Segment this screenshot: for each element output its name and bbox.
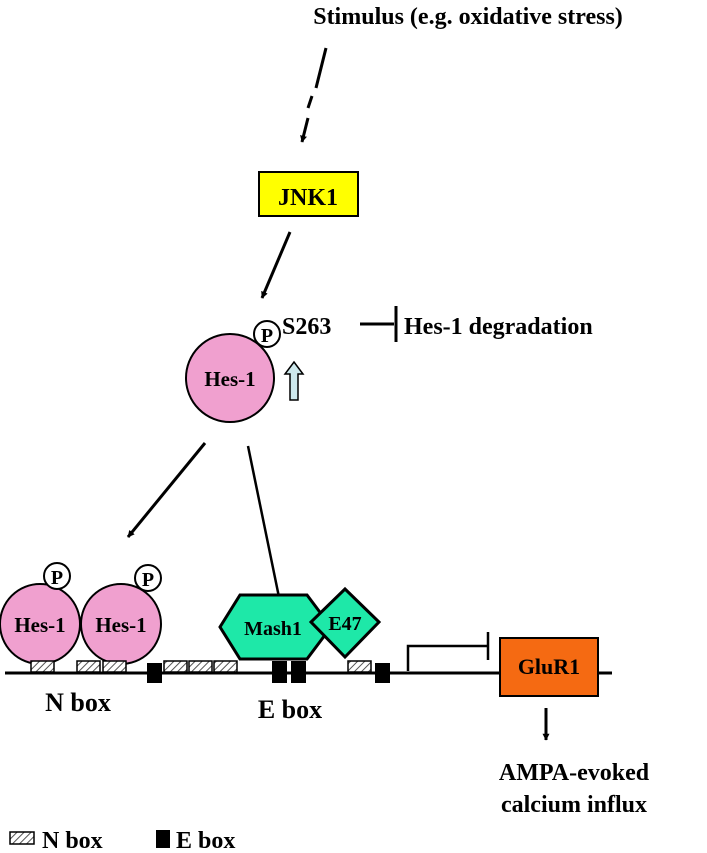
mash1-hexagon: [218, 593, 333, 661]
hes1-dimer-right-label: Hes-1: [95, 613, 146, 637]
e-box-region-label: E box: [258, 695, 322, 724]
legend-n-box-swatch: [9, 831, 35, 845]
hes1-degradation-label: Hes-1 degradation: [404, 314, 593, 340]
jnk1-to-hes1-arrow: [260, 231, 292, 299]
legend: N box E box: [9, 828, 235, 853]
s263-label: S263: [282, 314, 331, 340]
phospho-symbol-dimer-right: P: [142, 569, 154, 591]
n-box-site: [102, 660, 127, 673]
promoter-repression-line: [406, 644, 487, 671]
increase-arrow-shape: [283, 360, 305, 401]
glur1-box: [499, 637, 599, 697]
e-box-site: [291, 661, 306, 683]
n-box-site: [213, 660, 238, 673]
legend-e-box-swatch: [156, 830, 170, 848]
n-box-site: [347, 660, 372, 673]
e-box-site: [375, 663, 390, 683]
jnk1-label: JNK1: [278, 185, 338, 211]
n-box-site: [30, 660, 55, 673]
legend-e-box-label: E box: [176, 828, 235, 853]
e-box-site: [272, 661, 287, 683]
n-box-sites: [30, 660, 372, 673]
hes1-inhibits-mash1-line: [246, 445, 282, 603]
e-box-site: [147, 663, 162, 683]
n-box-region-label: N box: [45, 688, 111, 717]
e-box-sites: [147, 661, 390, 683]
n-box-site: [188, 660, 213, 673]
jnk1-box: [258, 171, 359, 217]
phospho-circle-dimer-right: [134, 564, 162, 592]
n-box-site: [76, 660, 101, 673]
phospho-circle-hes1: [253, 320, 281, 348]
output-line1: AMPA-evoked: [499, 760, 650, 786]
n-box-site: [163, 660, 188, 673]
hes1-dimer-left-label: Hes-1: [14, 613, 65, 637]
stimulus-label: Stimulus (e.g. oxidative stress): [313, 4, 623, 30]
phospho-symbol-dimer-left: P: [51, 567, 63, 589]
mash1-label: Mash1: [244, 618, 302, 640]
hes1-central-label: Hes-1: [204, 367, 255, 391]
e47-diamond: [308, 586, 382, 660]
hes1-to-dimer-arrow: [126, 442, 207, 538]
hes1-central-circle: [185, 333, 275, 423]
e47-label: E47: [328, 613, 361, 635]
output-line2: calcium influx: [501, 792, 647, 818]
phospho-symbol-hes1: P: [261, 325, 273, 347]
glur1-label: GluR1: [518, 654, 580, 679]
legend-n-box-label: N box: [42, 828, 103, 853]
stimulus-to-jnk1-arrow: [300, 47, 328, 143]
phospho-circle-dimer-left: [43, 562, 71, 590]
